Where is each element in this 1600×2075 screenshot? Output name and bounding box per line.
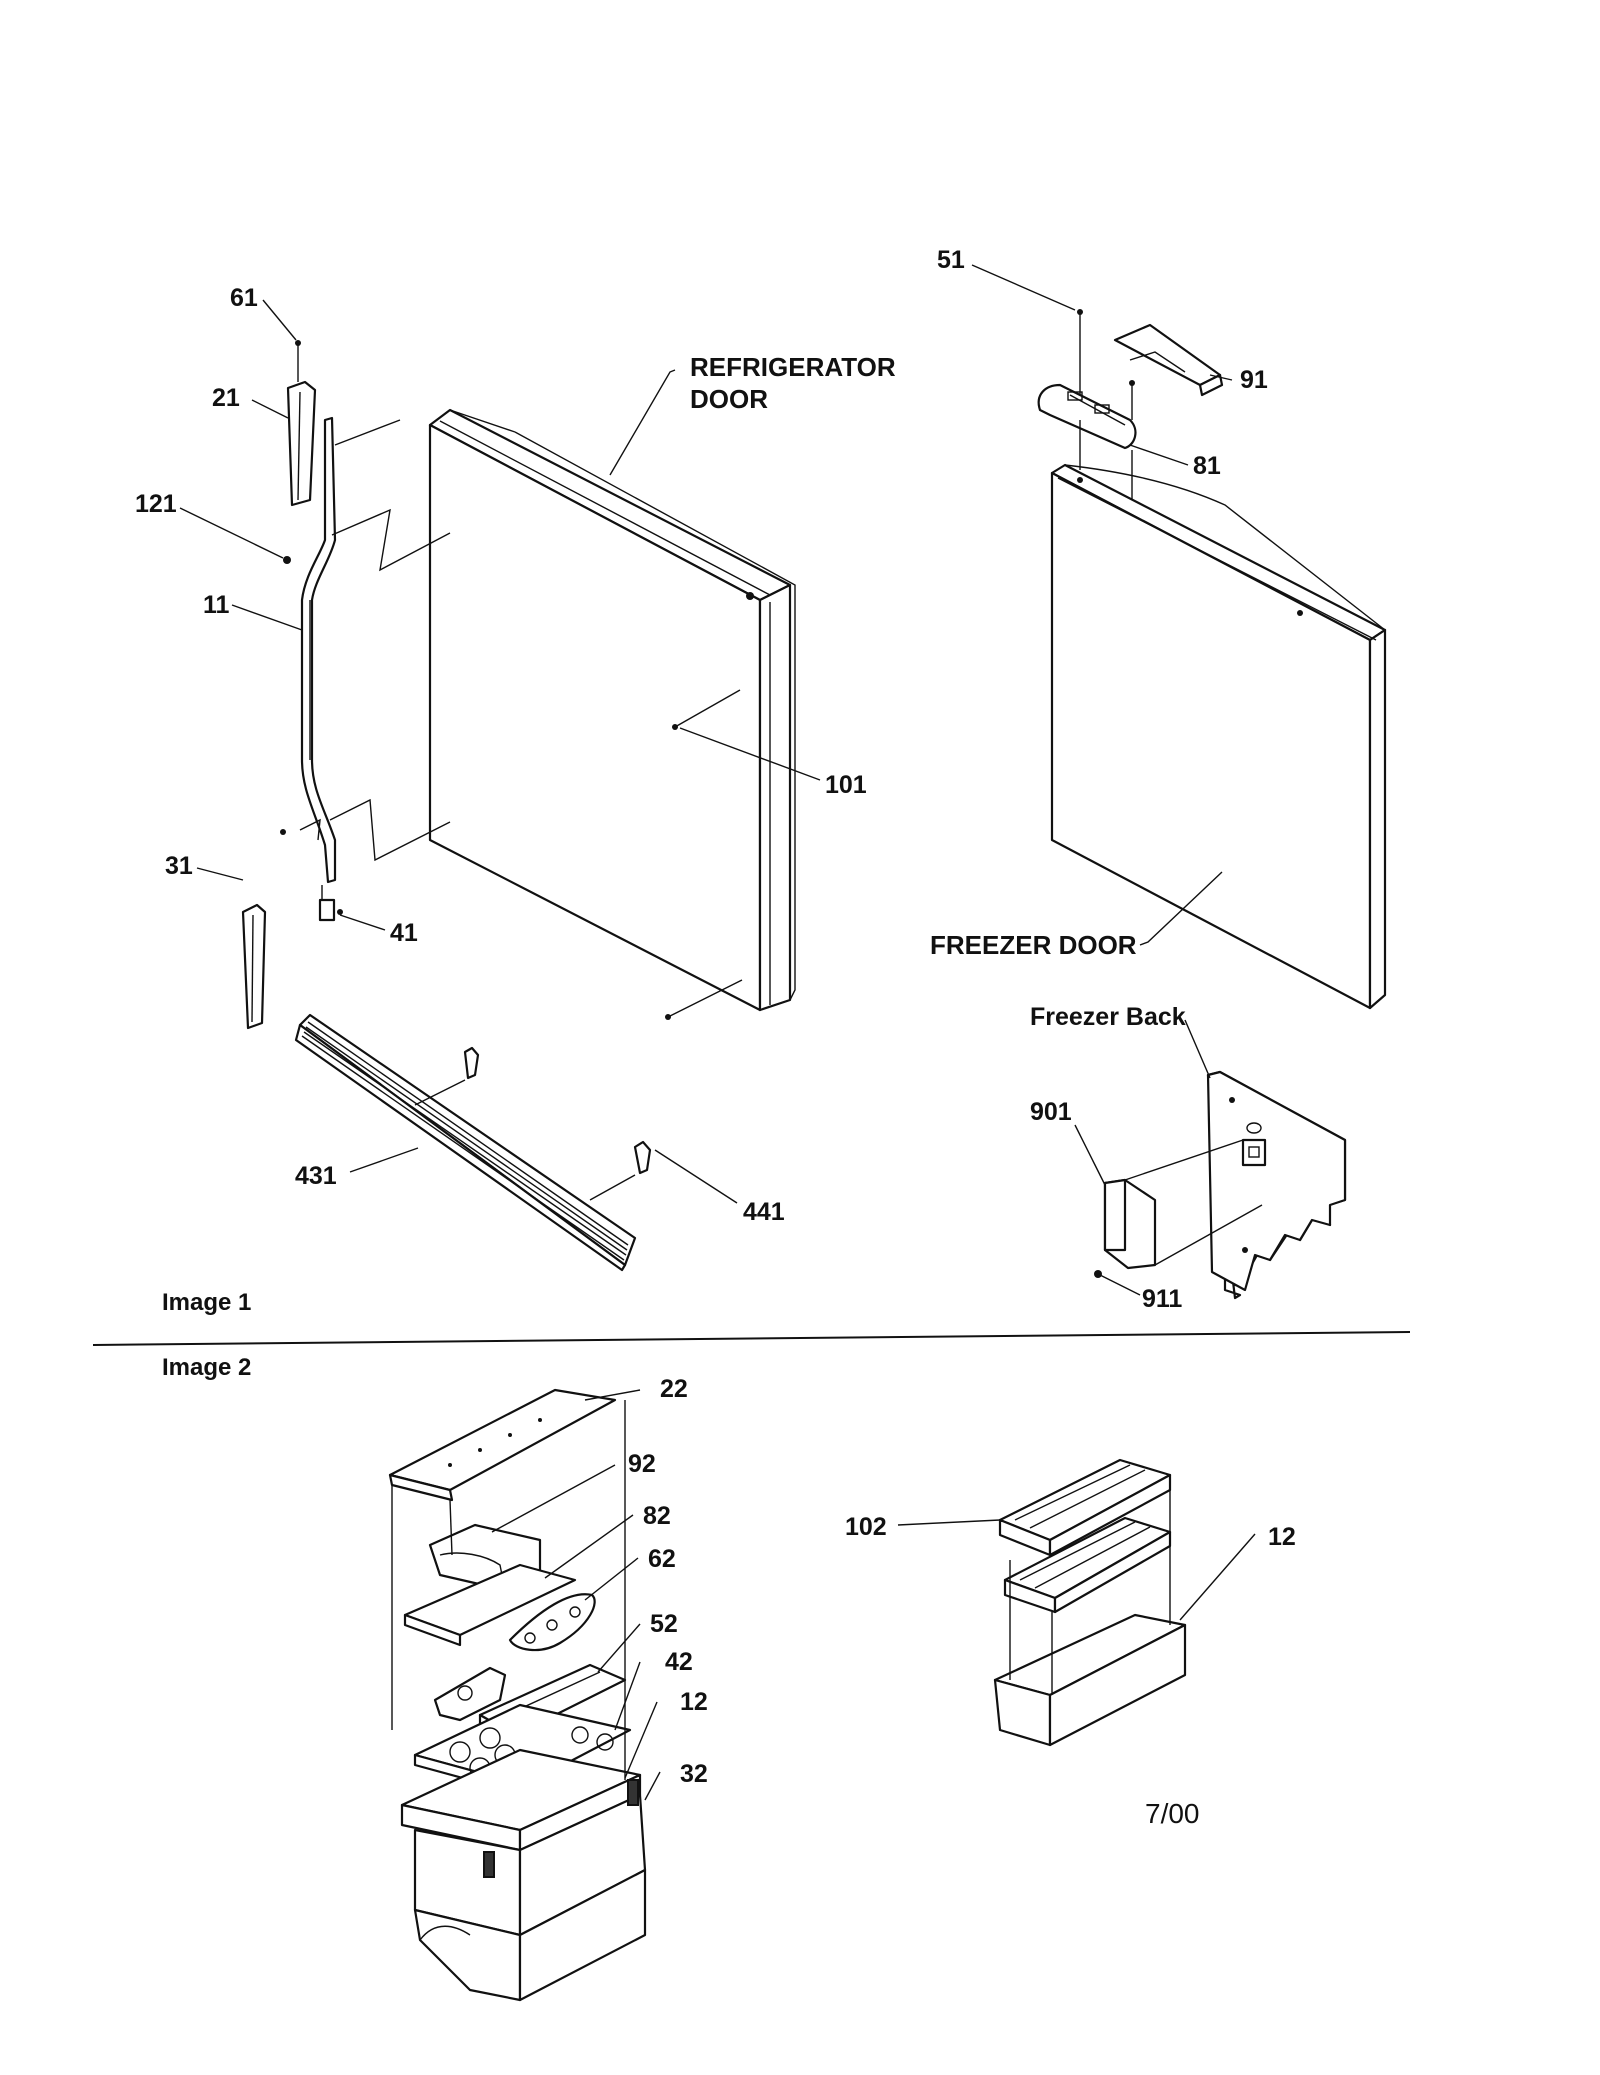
- part-441: 441: [743, 1198, 785, 1226]
- part-62: 62: [648, 1545, 676, 1573]
- part-431: 431: [295, 1162, 337, 1190]
- part-121: 121: [135, 490, 177, 518]
- part-92: 92: [628, 1450, 656, 1478]
- part-51: 51: [937, 246, 965, 274]
- callout-labels: 61 21 121 11 31 41 101 431 441 REFRIGERA…: [135, 246, 1296, 1829]
- part-41: 41: [390, 919, 418, 947]
- ice-tray-assembly: [993, 1458, 1187, 1747]
- part-11: 11: [203, 591, 230, 619]
- freezer-back-label: Freezer Back: [1030, 1003, 1186, 1031]
- part-81: 81: [1193, 452, 1221, 480]
- part-102: 102: [845, 1513, 887, 1541]
- part-101: 101: [825, 771, 867, 799]
- part-42: 42: [665, 1648, 693, 1676]
- section-label-image1: Image 1: [162, 1289, 251, 1316]
- section-divider: [92, 1331, 1411, 1346]
- part-61: 61: [230, 284, 258, 312]
- leader-lines: [179, 264, 1256, 1801]
- refrigerator-door-assembly: [241, 340, 796, 1272]
- refrigerator-door-label-line1: REFRIGERATOR: [690, 352, 896, 382]
- part-32: 32: [680, 1760, 708, 1788]
- freezer-door-assembly: [1037, 309, 1387, 1300]
- part-91: 91: [1240, 366, 1268, 394]
- section-label-image2: Image 2: [162, 1354, 251, 1381]
- part-911: 911: [1142, 1285, 1182, 1313]
- refrigerator-door-label-line2: DOOR: [690, 384, 768, 414]
- freezer-door-label: FREEZER DOOR: [930, 930, 1137, 960]
- part-82: 82: [643, 1502, 671, 1530]
- part-22: 22: [660, 1375, 688, 1403]
- door-shelf-stack: [388, 1388, 647, 2002]
- part-12-shelf: 12: [680, 1688, 708, 1716]
- part-21: 21: [212, 384, 240, 412]
- part-31: 31: [165, 852, 193, 880]
- revision-date: 7/00: [1145, 1798, 1200, 1829]
- part-12-ice-bin: 12: [1268, 1523, 1296, 1551]
- part-901: 901: [1030, 1098, 1072, 1126]
- part-52: 52: [650, 1610, 678, 1638]
